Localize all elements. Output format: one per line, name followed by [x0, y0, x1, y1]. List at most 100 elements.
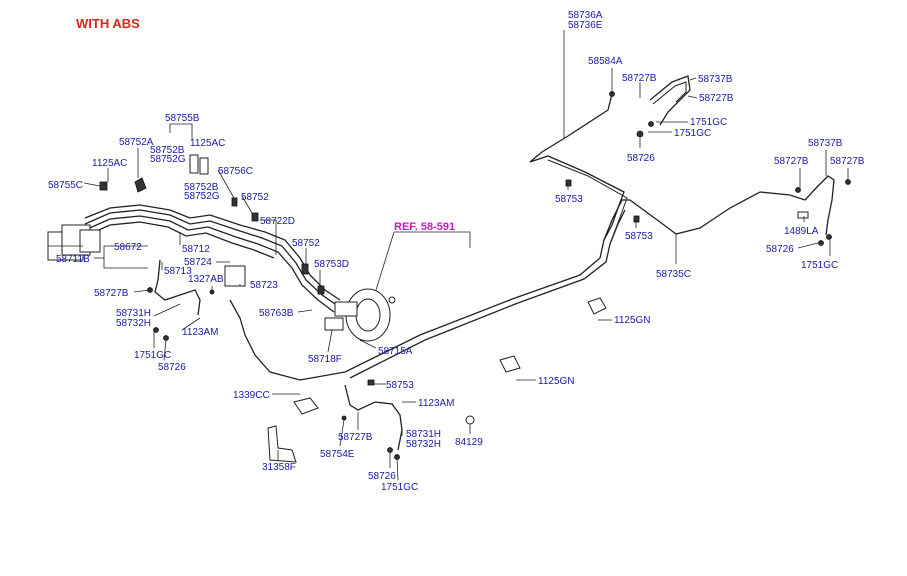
reference-label[interactable]: REF. 58-591	[394, 221, 455, 233]
part-label: 58752G	[184, 191, 220, 202]
upper-branch-line	[529, 93, 625, 241]
part-label: 1123AM	[182, 327, 219, 338]
part-label: 58713	[164, 266, 192, 277]
part-label: 58736E	[568, 20, 603, 31]
part-label: 1125AC	[190, 138, 225, 149]
part-label: 58763B	[259, 308, 294, 319]
part-label: 58726	[158, 362, 186, 373]
part-label: 58584A	[588, 56, 623, 67]
part-label: 58727B	[699, 93, 734, 104]
leader-lines	[83, 30, 849, 481]
part-label: 84129	[455, 437, 483, 448]
abs-line-bundle-4	[84, 221, 275, 259]
clip-58753-a	[565, 179, 572, 187]
part-label: 58752B	[150, 145, 185, 156]
bracket-58723	[224, 265, 246, 287]
bracket-1125GN-b	[499, 355, 521, 373]
part-label: 58753D	[314, 259, 349, 270]
clip-1489LA	[797, 211, 809, 219]
part-label: 58752G	[150, 154, 186, 165]
main-brake-line	[229, 191, 806, 381]
rear-right-line	[804, 175, 835, 236]
part-label: 58731H	[116, 308, 151, 319]
part-label: 58755C	[48, 180, 83, 191]
abs-line-bundle-1	[84, 204, 341, 301]
part-label: 1751GC	[801, 260, 838, 271]
diagram-title: WITH ABS	[76, 16, 140, 31]
part-label: 58731H	[406, 429, 441, 440]
part-label: 58753	[386, 380, 414, 391]
part-label: 58732H	[406, 439, 441, 450]
part-label: 58735C	[656, 269, 691, 280]
part-label: 1751GC	[134, 350, 171, 361]
part-label: 1123AM	[418, 398, 455, 409]
part-label: 1125GN	[614, 315, 651, 326]
part-label: 58752A	[119, 137, 154, 148]
part-label: 1751GC	[381, 482, 418, 493]
abs-line-bundle-3	[84, 215, 335, 313]
fittings	[147, 91, 851, 460]
part-label: 58726	[766, 244, 794, 255]
part-label: 58723	[250, 280, 278, 291]
part-label: 58718F	[308, 354, 342, 365]
clip-58756C	[231, 197, 238, 207]
abs-line-bundle-2	[84, 209, 339, 307]
part-label: 58737B	[808, 138, 843, 149]
part-label: 58715A	[378, 346, 413, 357]
part-label: 58755B	[165, 113, 200, 124]
clip-58755C	[99, 181, 108, 191]
part-label: 58727B	[830, 156, 865, 167]
part-label: 58756C	[218, 166, 253, 177]
part-label: 58753	[555, 194, 583, 205]
part-label: 58737B	[698, 74, 733, 85]
clips-and-brackets	[99, 154, 809, 463]
part-label: 58724	[184, 257, 212, 268]
clip-58752A	[134, 177, 147, 193]
part-label: 58712	[182, 244, 210, 255]
part-label: 1125AC	[92, 158, 127, 169]
part-label: 1339CC	[233, 390, 270, 401]
part-label: 58727B	[94, 288, 129, 299]
brake-pipes	[84, 75, 835, 451]
clip-58752	[251, 212, 259, 222]
clip-58753-c	[367, 379, 375, 386]
rear-left-pipe-2	[652, 81, 687, 105]
front-right-line	[344, 384, 403, 451]
front-left-line	[154, 259, 201, 316]
part-label: 58711B	[56, 254, 90, 265]
clip-58753-b	[633, 215, 640, 223]
bracket-1125GN-a	[587, 297, 607, 315]
part-label: 58727B	[338, 432, 373, 443]
part-label: 58752	[241, 192, 269, 203]
part-label: 1125GN	[538, 376, 575, 387]
plug-84129	[465, 415, 475, 425]
part-label: 58726	[627, 153, 655, 164]
part-label: 1751GC	[690, 117, 727, 128]
bracket-58752B	[189, 154, 199, 174]
part-label: 58752	[292, 238, 320, 249]
part-number-labels: REF. 58-591 58736A 58736E 58584A 58727B …	[48, 10, 865, 493]
upper-branch-line-2	[547, 159, 628, 245]
part-label: 1751GC	[674, 128, 711, 139]
master-cylinder	[334, 301, 358, 317]
brake-booster	[324, 288, 396, 342]
part-label: 58727B	[774, 156, 809, 167]
part-label: 58727B	[622, 73, 657, 84]
rear-left-pipe	[649, 75, 691, 126]
bracket-31358F	[267, 425, 297, 463]
abs-hydraulic-unit	[47, 224, 101, 261]
part-label: 58732H	[116, 318, 151, 329]
abs-unit-valve	[79, 229, 101, 253]
part-label: 31358F	[262, 462, 296, 473]
bracket-1339CC	[293, 397, 319, 415]
part-label: 58736A	[568, 10, 603, 21]
part-label: 58722D	[260, 216, 295, 227]
bracket-58752G	[199, 157, 209, 175]
clip-58753D	[317, 285, 325, 295]
part-label: 58672	[114, 242, 142, 253]
clip-58752-b	[301, 263, 309, 275]
part-label: 58726	[368, 471, 396, 482]
part-label: 1327AB	[188, 274, 224, 285]
